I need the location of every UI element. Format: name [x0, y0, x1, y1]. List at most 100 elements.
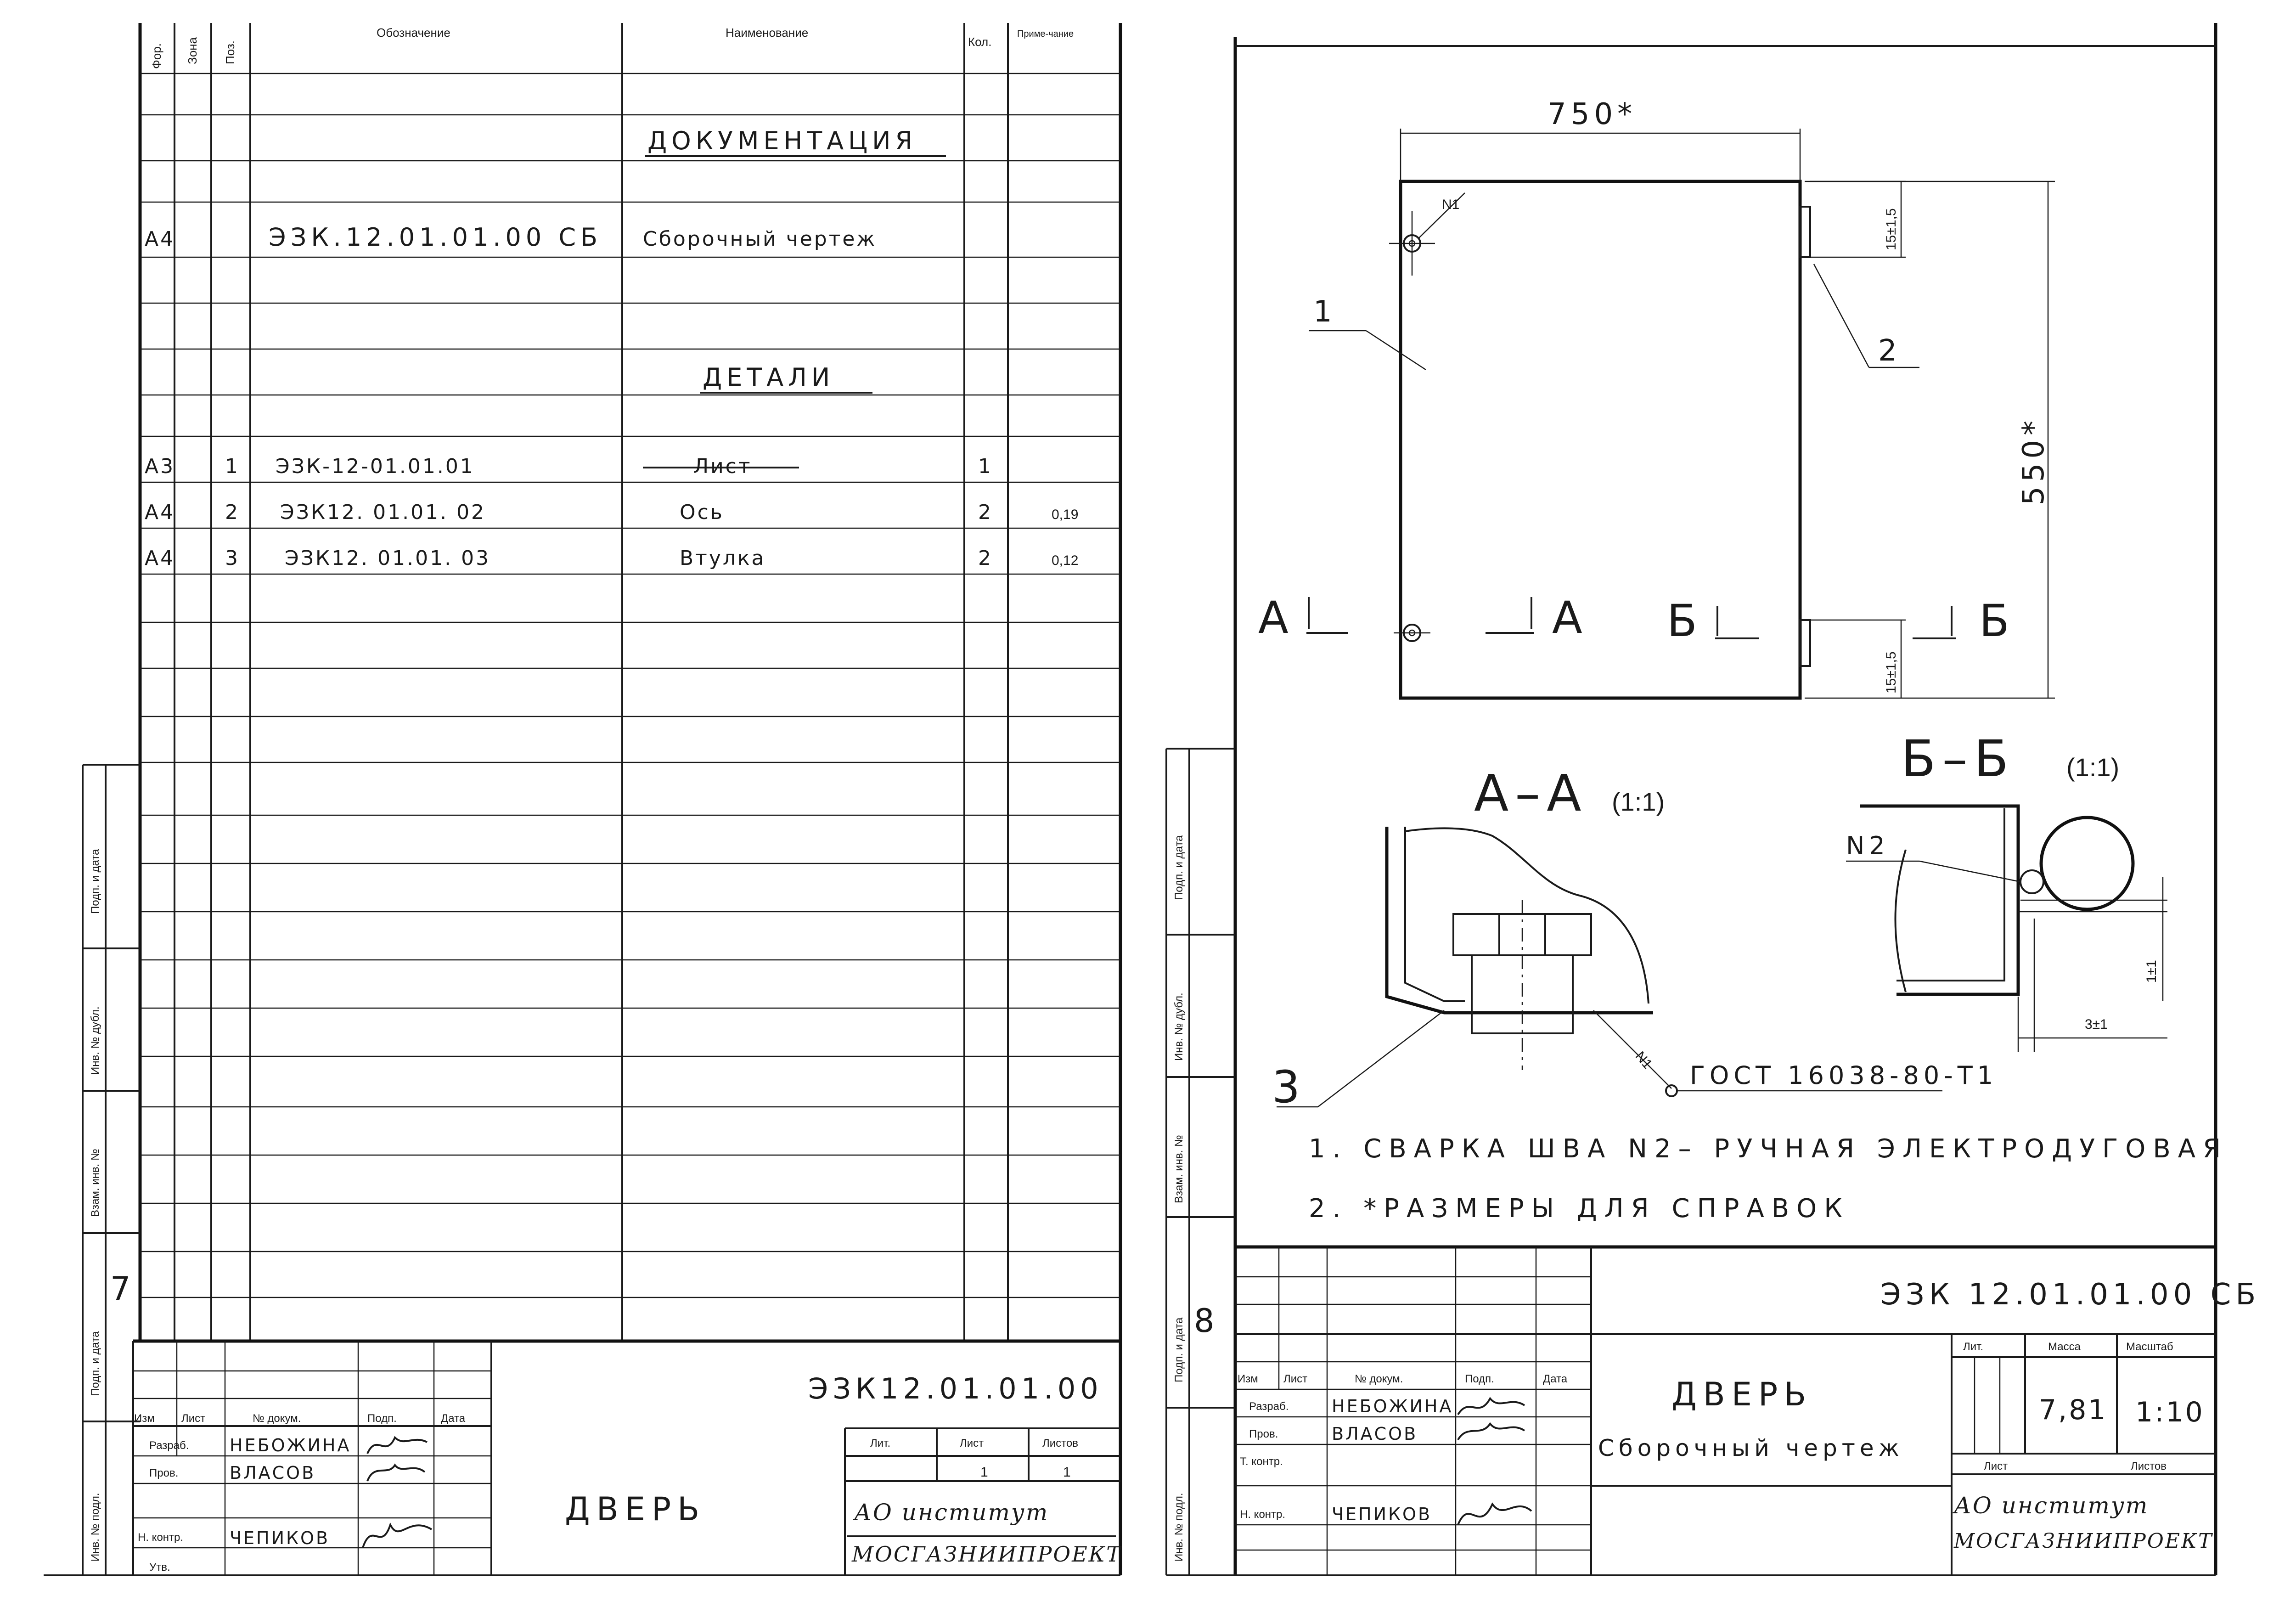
spec-code: ЭЗК12.01.01.00 [808, 1372, 1103, 1405]
role-checker: Пров. [149, 1467, 178, 1479]
callout-2: 2 [1878, 334, 1902, 368]
col-doc: № докум. [253, 1412, 301, 1425]
nkontr-name: ЧЕПИКОВ [230, 1528, 330, 1548]
checker-name: ВЛАСОВ [1332, 1424, 1418, 1444]
row-quantity: 2 [978, 547, 993, 570]
row-name: Ось [680, 501, 724, 524]
row-designation: ЭЗК.12.01.01.00 СБ [269, 223, 602, 252]
row-format: А4 [145, 501, 175, 524]
org-line1: АО институт [1953, 1492, 2149, 1519]
view-a-title: А–А [1474, 764, 1588, 823]
door-main-view: 750* 550* 15±1,5 15±1,5 N1 [1258, 97, 2055, 700]
hinge-axle-section [2039, 816, 2135, 911]
developer-name: НЕБОЖИНА [230, 1435, 351, 1455]
role-norm-control: Н. контр. [1240, 1508, 1285, 1521]
row-format: А4 [145, 227, 175, 251]
role-approver: Утв. [149, 1561, 170, 1573]
scale-label: Масштаб [2126, 1341, 2173, 1353]
dim-gap: 1±1 [2144, 960, 2159, 983]
org-line1: АО институт [853, 1499, 1049, 1526]
dim-offset: 3±1 [2085, 1017, 2108, 1032]
side-label-orig-inv: Инв. № подл. [1173, 1493, 1185, 1562]
section-parts: ДЕТАЛИ [703, 363, 834, 392]
signature [1457, 1397, 1525, 1415]
signature [366, 1463, 426, 1482]
view-b-title: Б–Б [1901, 729, 2015, 788]
developer-name: НЕБОЖИНА [1332, 1396, 1453, 1416]
side-label-replace-inv: Взам. инв. № [89, 1149, 101, 1217]
drawing-subtitle: Сборочный чертеж [1598, 1435, 1904, 1461]
weld-n2: N2 [1846, 831, 1890, 860]
signature [1457, 1422, 1525, 1441]
drawing-title-block: Изм Лист № докум. Подп. Дата Разраб. Про… [1235, 1245, 2260, 1575]
dim-hinge-bottom: 15±1,5 [1884, 651, 1899, 694]
row-position: 3 [225, 547, 240, 570]
lit-label: Лит. [870, 1437, 890, 1449]
col-date: Дата [1543, 1373, 1568, 1385]
nkontr-name: ЧЕПИКОВ [1332, 1504, 1432, 1524]
hinge-bottom [1799, 619, 1811, 667]
section-b-right: Б [1979, 595, 2016, 647]
assembly-sheet: Подп. и дата Инв. № дубл. Взам. инв. № П… [1165, 23, 2260, 1576]
spec-row-lines [140, 73, 1120, 1298]
col-date: Дата [441, 1412, 466, 1425]
role-norm-control: Н. контр. [138, 1531, 183, 1544]
header-designation: Обозначение [377, 26, 450, 39]
sheet-number: 7 [110, 1270, 135, 1308]
signature [366, 1436, 428, 1454]
col-list: Лист [1283, 1373, 1307, 1385]
row-format: А3 [145, 455, 175, 478]
weld-mark: N1 [1442, 197, 1459, 212]
col-sign: Подп. [1465, 1373, 1494, 1385]
col-izm: Изм [134, 1412, 155, 1425]
dim-hinge-top: 15±1,5 [1884, 208, 1899, 250]
lit-label: Лит. [1963, 1341, 1983, 1353]
header-position: Поз. [223, 40, 237, 64]
side-label-dup-inv: Инв. № дубл. [89, 1006, 101, 1075]
row-note: 0,19 [1052, 507, 1078, 522]
row-position: 1 [225, 455, 240, 478]
org-line2: МОСГАЗНИИПРОЕКТ [1953, 1529, 2213, 1553]
door-panel [1399, 180, 1802, 700]
specification-sheet: Фор. Зона Поз. Обозначение Наименование … [44, 23, 1122, 1576]
side-label-orig-inv: Инв. № подл. [89, 1493, 101, 1562]
sheet-value: 1 [980, 1465, 988, 1480]
side-stamp-strip: Подп. и дата Инв. № дубл. Взам. инв. № П… [1165, 748, 1235, 1575]
side-label-sign-date: Подп. и дата [89, 849, 101, 914]
row-designation: ЭЗК12. 01.01. 02 [280, 501, 486, 524]
view-a-scale: (1:1) [1612, 787, 1665, 816]
row-designation: ЭЗК12. 01.01. 03 [285, 547, 490, 570]
section-a-right: А [1552, 592, 1589, 643]
col-izm: Изм [1238, 1373, 1258, 1385]
sheet-label: Лист [1984, 1460, 2008, 1472]
weld-spec: ГОСТ 16038-80-Т1 [1690, 1061, 1998, 1090]
org-line2: МОСГАЗНИИПРОЕКТ [851, 1542, 1122, 1567]
break-line [1405, 827, 1649, 1004]
spec-name: ДВЕРЬ [565, 1490, 706, 1528]
drawing-name: ДВЕРЬ [1671, 1376, 1812, 1413]
sheet-label: Лист [960, 1437, 984, 1449]
role-developer: Разраб. [1249, 1400, 1289, 1413]
header-note: Приме-чание [1017, 29, 1074, 39]
section-a-a-view: А–А (1:1) 3 N1 ГОСТ 16038-80-Т1 [1272, 764, 1998, 1113]
mass-label: Масса [2048, 1341, 2081, 1353]
row-position: 2 [225, 501, 240, 524]
section-documentation: ДОКУМЕНТАЦИЯ [647, 126, 917, 155]
note-2: 2. *РАЗМЕРЫ ДЛЯ СПРАВОК [1309, 1194, 1850, 1224]
col-list: Лист [181, 1412, 205, 1425]
sheets-value: 1 [1063, 1465, 1071, 1480]
section-b-left: Б [1667, 595, 1704, 647]
side-label-dup-inv: Инв. № дубл. [1173, 992, 1185, 1061]
side-label-sign-date: Подп. и дата [1173, 1317, 1185, 1382]
role-checker: Пров. [1249, 1428, 1278, 1440]
row-note: 0,12 [1052, 553, 1078, 568]
hinge-top [1799, 206, 1811, 258]
header-quantity: Кол. [968, 35, 991, 49]
side-label-sign-date: Подп. и дата [89, 1331, 101, 1396]
callout-1: 1 [1313, 295, 1337, 329]
dim-height: 550* [2017, 416, 2051, 505]
callout-3: 3 [1272, 1061, 1306, 1113]
signature [1457, 1502, 1532, 1525]
drawing-code: ЭЗК 12.01.01.00 СБ [1880, 1278, 2260, 1312]
